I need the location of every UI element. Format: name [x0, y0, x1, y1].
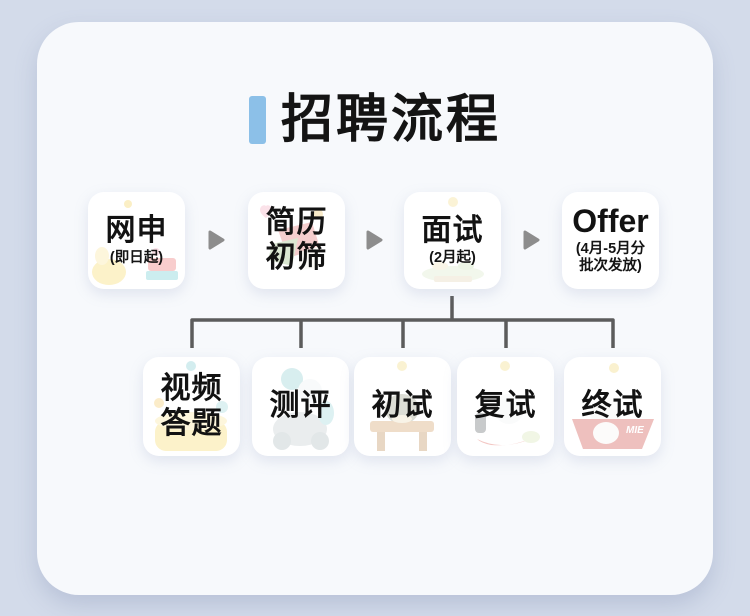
substep-second-interview: 复试 — [457, 357, 554, 456]
step-sublabel: (2月起) — [429, 249, 476, 266]
substep-first-interview: 初试 — [354, 357, 451, 456]
bottle-and-dish-illustration-icon — [475, 361, 540, 446]
step-sublabel: (即日起) — [109, 249, 164, 266]
table-illustration-icon — [422, 197, 484, 282]
step-interview: 面试 (2月起) — [404, 192, 501, 289]
step-sublabel: (4月-5月分 — [575, 240, 646, 257]
step-online-application: 网申 (即日起) — [88, 192, 185, 289]
substep-final-interview: MIE 终试 — [564, 357, 661, 456]
page-title: 招聘流程 — [280, 91, 501, 149]
scooter-figure-illustration-icon — [273, 368, 334, 450]
red-boat-illustration-icon: MIE — [572, 363, 654, 449]
step-resume-screening: 简历 初筛 — [248, 192, 345, 289]
step-offer: Offer (4月-5月分 批次发放) — [562, 192, 659, 289]
step-label: 答题 — [160, 406, 223, 440]
boat-brand-label: MIE — [626, 425, 644, 436]
step-label-group: 面试 (2月起) — [422, 214, 484, 268]
step-label-group: 测评 — [270, 389, 332, 423]
step-label: 终试 — [581, 389, 644, 423]
step-label-group: Offer (4月-5月分 批次发放) — [572, 205, 648, 275]
step-label: Offer — [572, 203, 649, 240]
step-label: 面试 — [421, 213, 484, 247]
step-label-group: 初试 — [372, 389, 434, 423]
step-label-group: 视频 答题 — [161, 372, 223, 440]
step-label-group: 网申 (即日起) — [106, 214, 168, 268]
documents-illustration-icon — [260, 205, 323, 270]
step-label: 测评 — [269, 389, 332, 423]
low-table-illustration-icon — [370, 361, 434, 451]
step-sublabel: 批次发放) — [579, 258, 642, 275]
step-label: 简历 — [265, 206, 328, 240]
title-accent-bar — [248, 96, 266, 144]
step-label-group: 简历 初筛 — [266, 206, 328, 274]
step-label: 初试 — [371, 389, 434, 423]
section-title-row: 招聘流程 — [0, 94, 750, 146]
celebration-cake-illustration-icon — [92, 200, 178, 285]
step-label: 视频 — [160, 372, 223, 406]
substep-assessment: 测评 — [252, 357, 349, 456]
flow-arrow-icon — [208, 230, 225, 250]
flow-arrow-icon — [366, 230, 383, 250]
step-label-group: 复试 — [475, 389, 537, 423]
step-label-group: 终试 — [582, 389, 644, 423]
substep-video-answer: 视频 答题 — [143, 357, 240, 456]
step-label: 网申 — [105, 213, 168, 247]
cake-illustration-icon — [154, 361, 228, 451]
step-label: 初筛 — [265, 240, 328, 274]
step-label: 复试 — [474, 389, 537, 423]
flow-arrow-icon — [523, 230, 540, 250]
